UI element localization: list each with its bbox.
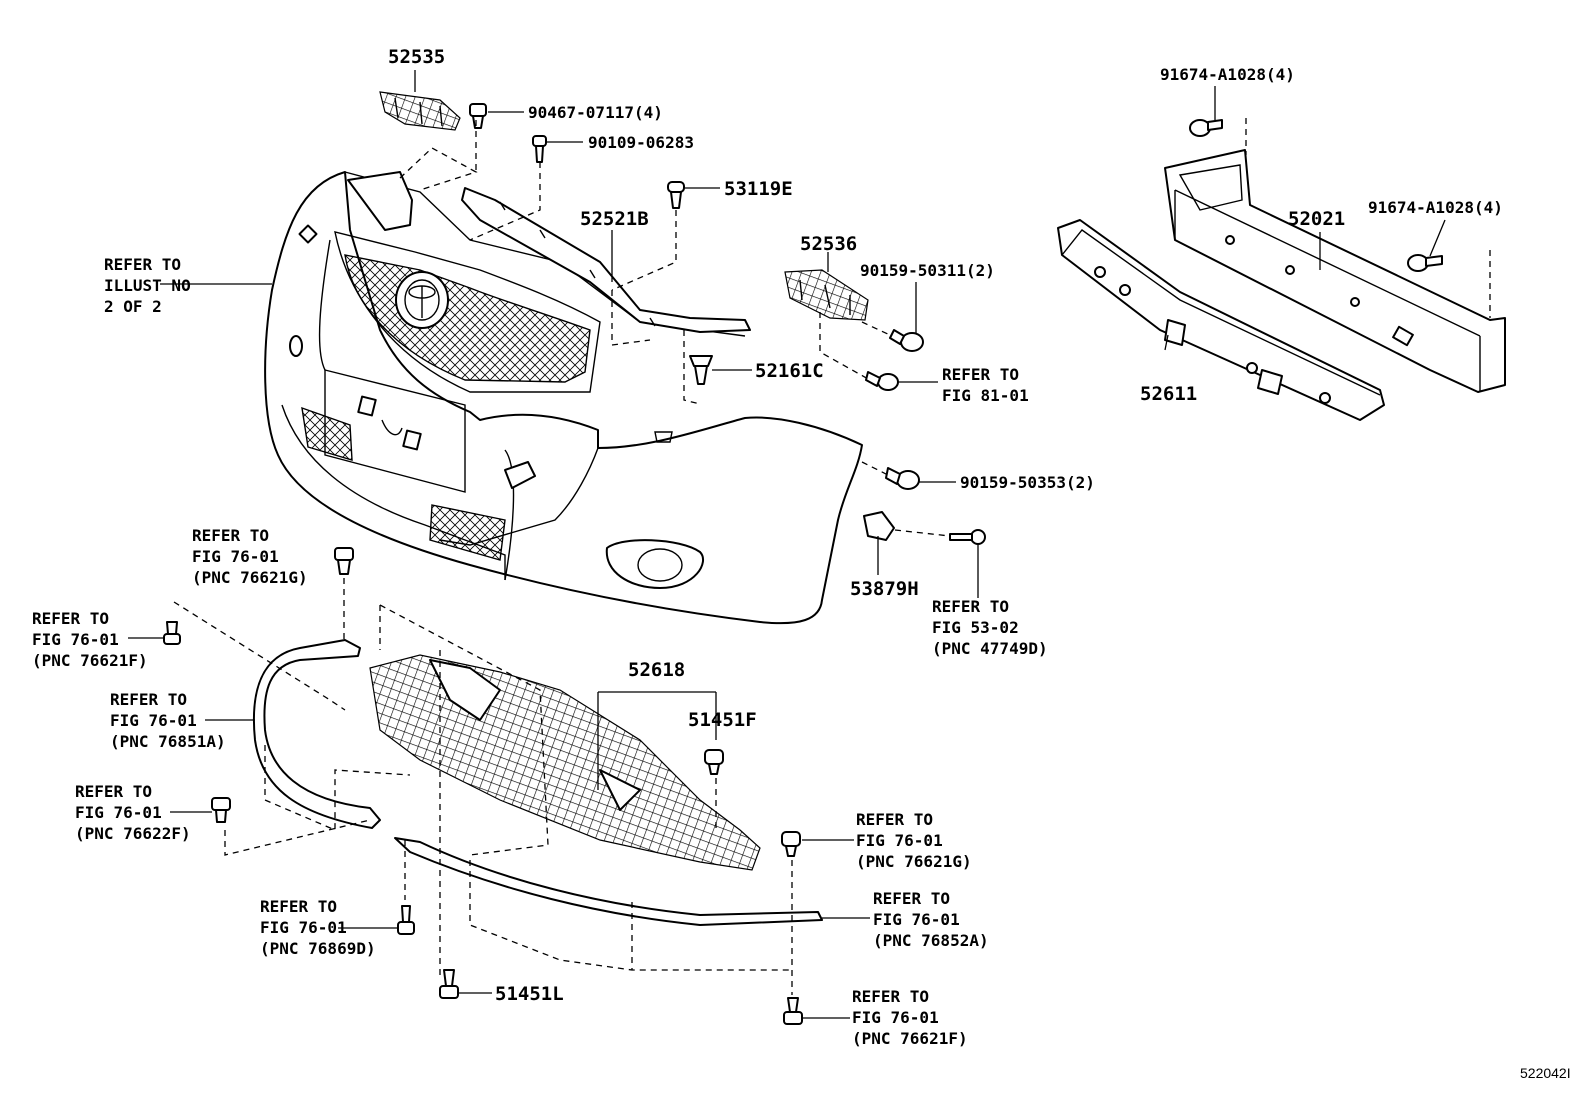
- callout-90159-50311: 90159-50311(2): [860, 261, 995, 280]
- callout-52611: 52611: [1140, 383, 1197, 405]
- refer-pnc-76851a: REFER TO FIG 76-01 (PNC 76851A): [110, 690, 226, 751]
- refer-fig-81-01: REFER TO FIG 81-01: [942, 365, 1029, 405]
- bumper-cover: [264, 171, 863, 625]
- callout-90109-06283: 90109-06283: [588, 133, 694, 152]
- refer-blocks: REFER TO ILLUST NO 2 OF 2 REFER TO FIG 8…: [32, 255, 1048, 1048]
- bracket-52536: [784, 269, 869, 321]
- callout-52521b: 52521B: [580, 208, 649, 230]
- callout-52618: 52618: [628, 659, 685, 681]
- callout-52536: 52536: [800, 233, 857, 255]
- callout-51451l: 51451L: [495, 983, 564, 1005]
- callout-52161c: 52161C: [755, 360, 824, 382]
- fog-lamp-icon: [605, 539, 705, 589]
- leader-lines: [128, 70, 1491, 1019]
- refer-pnc-76621g-top: REFER TO FIG 76-01 (PNC 76621G): [192, 526, 308, 587]
- refer-pnc-76621f-left: REFER TO FIG 76-01 (PNC 76621F): [32, 609, 148, 670]
- callout-91674-a1028-top: 91674-A1028(4): [1160, 65, 1295, 84]
- figure-id: 522042I: [1520, 1065, 1571, 1081]
- refer-fig-53-02: REFER TO FIG 53-02 (PNC 47749D): [932, 597, 1048, 658]
- refer-pnc-76622f: REFER TO FIG 76-01 (PNC 76622F): [75, 782, 191, 843]
- callout-52021: 52021: [1288, 208, 1345, 230]
- bracket-52535: [379, 91, 461, 131]
- callout-51451f: 51451F: [688, 709, 757, 731]
- lower-trim-left: [252, 639, 381, 829]
- absorber-52611: [1057, 219, 1385, 421]
- callout-labels: 52535 90467-07117(4) 90109-06283 53119E …: [388, 46, 1571, 1081]
- refer-pnc-76852a: REFER TO FIG 76-01 (PNC 76852A): [873, 889, 989, 950]
- callout-53879h: 53879H: [850, 578, 919, 600]
- callout-91674-a1028-right: 91674-A1028(4): [1368, 198, 1503, 217]
- lower-trim-front: [394, 837, 823, 926]
- under-cover-52618: [369, 654, 761, 871]
- callout-52535: 52535: [388, 46, 445, 68]
- refer-pnc-76621g-right: REFER TO FIG 76-01 (PNC 76621G): [856, 810, 972, 871]
- callout-90467-07117: 90467-07117(4): [528, 103, 663, 122]
- retainer-52521b: [461, 187, 751, 333]
- emblem-icon: [395, 271, 449, 329]
- refer-pnc-76621f-bottom: REFER TO FIG 76-01 (PNC 76621F): [852, 987, 968, 1048]
- upper-retainer: [347, 171, 413, 231]
- reinforcement-52021: [1164, 149, 1506, 393]
- callout-53119e: 53119E: [724, 178, 793, 200]
- refer-pnc-76869d: REFER TO FIG 76-01 (PNC 76869D): [260, 897, 376, 958]
- callout-90159-50353: 90159-50353(2): [960, 473, 1095, 492]
- refer-illust-no: REFER TO ILLUST NO 2 OF 2: [104, 255, 200, 316]
